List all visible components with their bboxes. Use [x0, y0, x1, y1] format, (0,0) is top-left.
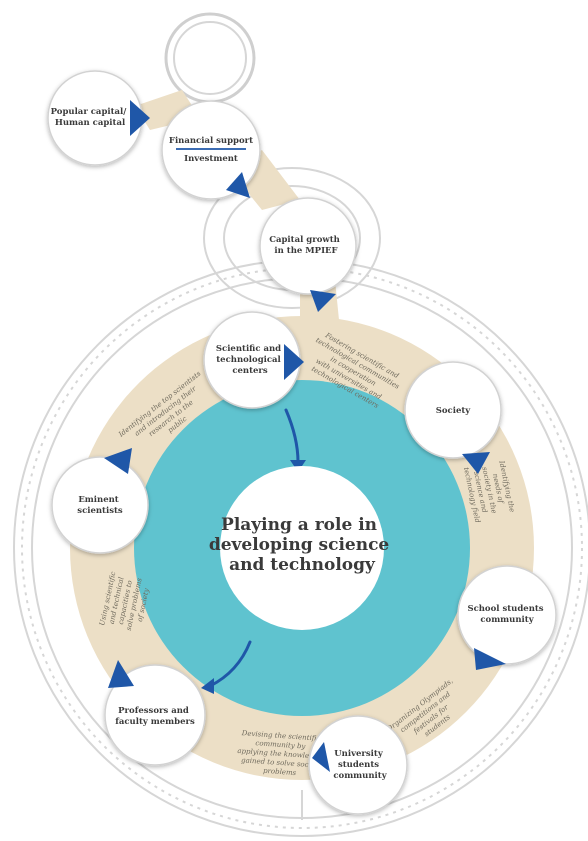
svg-text:University students: University students community	[333, 749, 387, 781]
inner-arrowheads	[201, 460, 306, 694]
node-scientific-line-1: Scientific and	[216, 344, 281, 354]
node-scientific-centers: Scientific and technological centers	[203, 311, 304, 409]
arrow-left-curve	[208, 640, 252, 688]
node-society-label: Society	[436, 406, 472, 416]
svg-text:Eminent scientists: Eminent scientists	[77, 495, 123, 516]
node-university-circle	[308, 715, 408, 815]
node-professors-pointer	[108, 660, 134, 688]
node-capital-line-2: in the MPIEF	[274, 246, 337, 256]
node-capital-growth-circle	[259, 197, 357, 295]
node-school-line-1: School students	[467, 604, 543, 614]
arc-text-5: Using scientific and technical capacitie…	[98, 569, 153, 634]
center-title: Playing a role in developing science and…	[209, 515, 395, 575]
arrow-down-head	[290, 460, 306, 472]
arc-4-line-5: problems	[263, 767, 297, 777]
node-popular-line-1: Popular capital/	[51, 107, 128, 117]
center-line-3: and technology	[229, 555, 376, 575]
node-financial-bottom: Investment	[184, 154, 238, 164]
node-professors-line-2: faculty members	[115, 717, 195, 727]
arrow-down-curve	[284, 408, 300, 464]
svg-text:Capital growth in the MP: Capital growth in the MPIEF	[269, 235, 343, 256]
node-popular-capital: Popular capital/ Human capital	[47, 70, 150, 166]
node-financial-pointer	[226, 172, 250, 198]
node-capital-growth-pointer	[310, 290, 336, 312]
node-scientific-pointer	[284, 344, 304, 380]
crown-ornament	[203, 167, 381, 309]
node-popular-line-2: Human capital	[55, 118, 126, 128]
node-school-circle	[457, 565, 557, 665]
arrow-left-head	[201, 678, 214, 694]
svg-text:Scientific and technolog: Scientific and technological centers	[216, 344, 284, 376]
center-line-2: developing science	[209, 535, 390, 555]
node-society: Society	[404, 361, 502, 474]
node-university-line-3: community	[333, 771, 387, 781]
node-university-line-1: University	[334, 749, 384, 759]
node-eminent-line-1: Eminent	[78, 495, 118, 505]
center-circle	[220, 466, 384, 630]
hanging-ring	[164, 12, 256, 104]
arc-4-line-2: community by	[255, 739, 307, 751]
node-eminent-line-2: scientists	[77, 506, 123, 516]
hanging-ring-inner	[173, 21, 247, 95]
node-scientific-line-2: technological	[216, 355, 281, 365]
svg-text:Using scientific and tec: Using scientific and technical capacitie…	[98, 569, 153, 634]
node-university-students: University students community	[308, 715, 408, 815]
node-school-pointer	[474, 648, 506, 670]
node-capital-growth: Capital growth in the MPIEF	[259, 197, 357, 312]
node-capital-line-1: Capital growth	[269, 235, 340, 245]
node-school-students: School students community	[457, 565, 557, 670]
node-financial-top: Financial support	[169, 136, 253, 146]
node-popular-capital-pointer	[130, 100, 150, 136]
node-university-pointer	[312, 742, 330, 772]
node-professors: Professors and faculty members	[104, 660, 206, 766]
svg-text:School students communit: School students community	[467, 604, 546, 625]
node-eminent-scientists: Eminent scientists	[51, 448, 149, 554]
node-eminent-circle	[51, 456, 149, 554]
outer-ring-dash	[21, 267, 583, 829]
node-eminent-pointer	[104, 448, 132, 474]
inner-arrows	[208, 408, 300, 688]
node-school-line-2: community	[480, 615, 534, 625]
node-financial-support: Financial support Investment	[161, 100, 261, 200]
node-professors-line-1: Professors and	[118, 706, 189, 716]
node-society-pointer	[462, 452, 490, 474]
svg-text:Professors and faculty m: Professors and faculty members	[115, 706, 195, 727]
node-university-line-2: students	[338, 760, 379, 770]
node-professors-circle	[104, 664, 206, 766]
node-scientific-line-3: centers	[232, 366, 268, 376]
node-financial-circle	[161, 100, 261, 200]
svg-text:Popular capital/ Human c: Popular capital/ Human capital	[51, 107, 130, 128]
center-line-1: Playing a role in	[221, 515, 377, 535]
node-society-circle	[404, 361, 502, 459]
